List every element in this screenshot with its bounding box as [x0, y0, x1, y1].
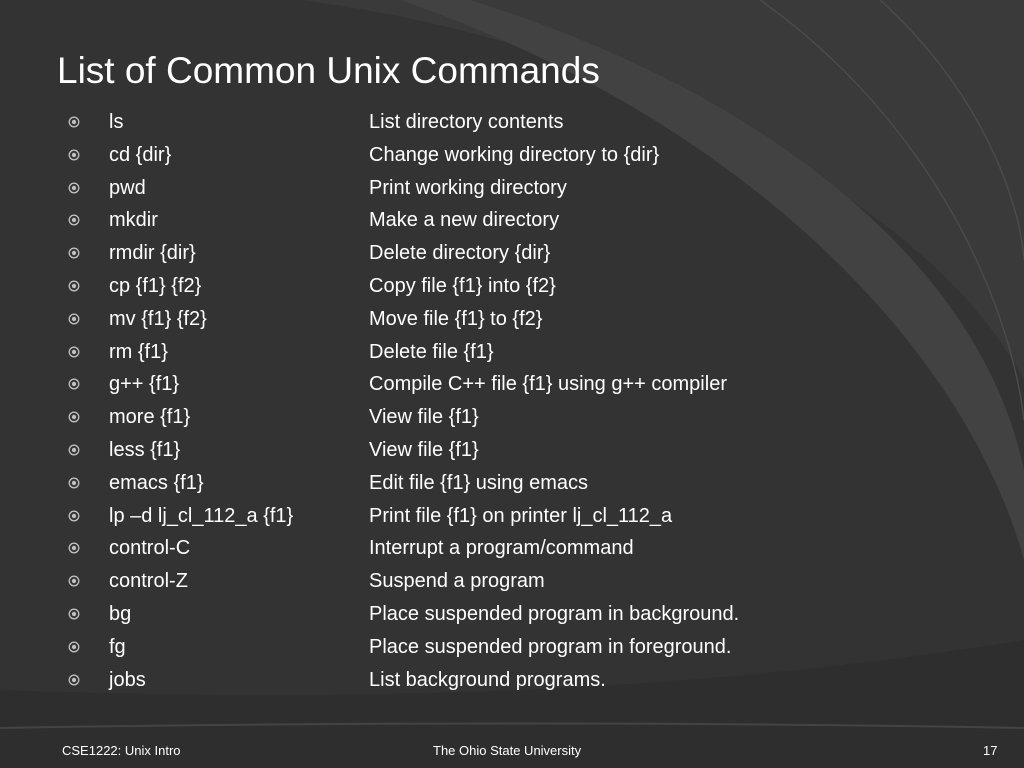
list-item: rm {f1} Delete file {f1}: [64, 336, 964, 369]
list-item: jobs List background programs.: [64, 664, 964, 697]
command-name: mkdir: [109, 209, 158, 232]
command-name: bg: [109, 602, 132, 625]
command-name: ls: [109, 111, 124, 133]
list-item: lp –d lj_cl_112_a {f1} Print file {f1} on…: [64, 500, 964, 533]
list-item: pwd Print working directory: [64, 172, 964, 205]
circle-dot-icon: [68, 575, 80, 587]
list-item: rmdir {dir} Delete directory {dir}: [64, 237, 964, 270]
list-item: cp {f1} {f2} Copy file {f1} into {f2}: [64, 270, 964, 303]
circle-dot-icon: [68, 378, 80, 390]
command-name: cd {dir}: [109, 143, 172, 166]
list-item: more {f1} View file {f1}: [64, 401, 964, 434]
command-name: g++ {f1}: [109, 373, 180, 396]
command-name: emacs {f1}: [109, 471, 204, 494]
command-description: Make a new directory: [369, 209, 560, 232]
command-description: View file {f1}: [369, 438, 479, 461]
command-list: ls List directory contents cd {dir} Change …: [64, 106, 964, 696]
circle-dot-icon: [68, 477, 80, 489]
list-item: mkdir Make a new directory: [64, 204, 964, 237]
command-description: Print working directory: [369, 176, 567, 199]
command-name: rmdir {dir}: [109, 242, 196, 265]
command-name: cp {f1} {f2}: [109, 274, 202, 297]
command-name: control-C: [109, 537, 191, 560]
circle-dot-icon: [68, 214, 80, 226]
command-description: Delete file {f1}: [369, 340, 494, 363]
command-description: List directory contents: [369, 111, 564, 133]
command-description: Suspend a program: [369, 570, 545, 593]
list-item: less {f1} View file {f1}: [64, 434, 964, 467]
list-item: ls List directory contents: [64, 106, 964, 139]
slide-title: List of Common Unix Commands: [57, 50, 600, 91]
list-item: control-Z Suspend a program: [64, 565, 964, 598]
circle-dot-icon: [68, 280, 80, 292]
command-description: Move file {f1} to {f2}: [369, 307, 543, 330]
circle-dot-icon: [68, 149, 80, 161]
command-description: Print file {f1} on printer lj_cl_112_a: [369, 504, 673, 527]
command-name: more {f1}: [109, 406, 191, 429]
command-description: Change working directory to {dir}: [369, 143, 660, 166]
circle-dot-icon: [68, 313, 80, 325]
footer-course: CSE1222: Unix Intro: [62, 743, 181, 758]
command-description: Delete directory {dir}: [369, 242, 551, 265]
circle-dot-icon: [68, 346, 80, 358]
command-description: Edit file {f1} using emacs: [369, 471, 589, 494]
circle-dot-icon: [68, 674, 80, 685]
list-item: cd {dir} Change working directory to {dir…: [64, 139, 964, 172]
command-name: less {f1}: [109, 438, 181, 461]
command-name: lp –d lj_cl_112_a {f1}: [109, 504, 294, 527]
command-name: jobs: [109, 668, 146, 691]
command-name: fg: [109, 635, 126, 658]
command-description: List background programs.: [369, 668, 606, 691]
command-description: Place suspended program in foreground.: [369, 635, 732, 658]
list-item: g++ {f1} Compile C++ file {f1} using g++ …: [64, 368, 964, 401]
list-item: bg Place suspended program in background.: [64, 598, 964, 631]
command-description: Place suspended program in background.: [369, 602, 740, 625]
command-description: Interrupt a program/command: [369, 537, 634, 560]
circle-dot-icon: [68, 247, 80, 259]
command-name: control-Z: [109, 570, 188, 593]
circle-dot-icon: [68, 411, 80, 423]
list-item: emacs {f1} Edit file {f1} using emacs: [64, 467, 964, 500]
command-description: Copy file {f1} into {f2}: [369, 274, 556, 297]
footer-university: The Ohio State University: [433, 743, 582, 758]
circle-dot-icon: [68, 116, 80, 128]
circle-dot-icon: [68, 641, 80, 653]
command-name: mv {f1} {f2}: [109, 307, 207, 330]
command-description: View file {f1}: [369, 406, 479, 429]
list-item: fg Place suspended program in foreground.: [64, 631, 964, 664]
circle-dot-icon: [68, 608, 80, 620]
list-item: mv {f1} {f2} Move file {f1} to {f2}: [64, 303, 964, 336]
command-name: rm {f1}: [109, 340, 168, 363]
circle-dot-icon: [68, 510, 80, 522]
circle-dot-icon: [68, 444, 80, 456]
command-name: pwd: [109, 176, 146, 199]
circle-dot-icon: [68, 542, 80, 554]
command-description: Compile C++ file {f1} using g++ compiler: [369, 373, 727, 396]
list-item: control-C Interrupt a program/command: [64, 532, 964, 565]
circle-dot-icon: [68, 182, 80, 194]
page-number: 17: [983, 743, 998, 758]
